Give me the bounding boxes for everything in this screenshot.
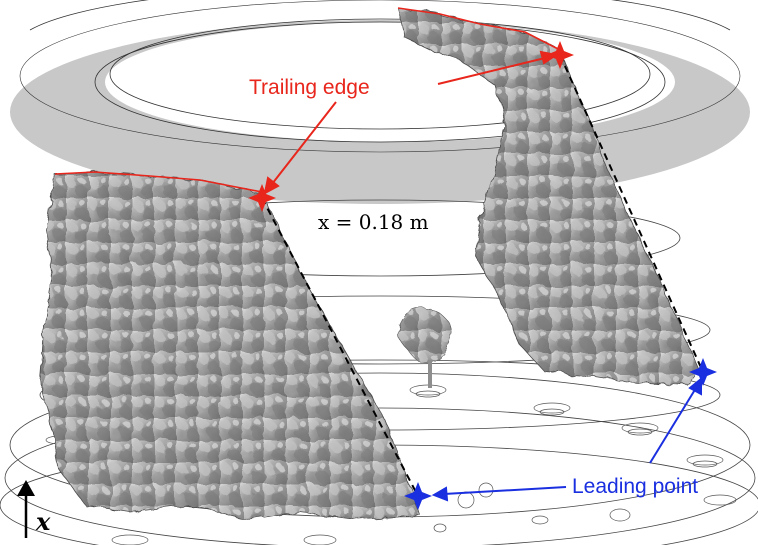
right-flame-surface bbox=[397, 7, 701, 386]
axis-label: x bbox=[35, 507, 51, 536]
leading-point-label: Leading point bbox=[572, 475, 698, 498]
position-label: x = 0.18 m bbox=[318, 210, 429, 234]
dashed-guides bbox=[261, 54, 704, 497]
center-flame bbox=[398, 308, 452, 388]
leading-point-arrows bbox=[431, 376, 702, 502]
star-marker-icon bbox=[248, 41, 574, 212]
left-flame-surface bbox=[39, 171, 421, 521]
leading-point-markers bbox=[404, 358, 717, 510]
trailing-edge-label: Trailing edge bbox=[249, 76, 370, 99]
up-arrow-icon bbox=[17, 480, 35, 538]
trailing-edge-arrows bbox=[263, 50, 559, 195]
